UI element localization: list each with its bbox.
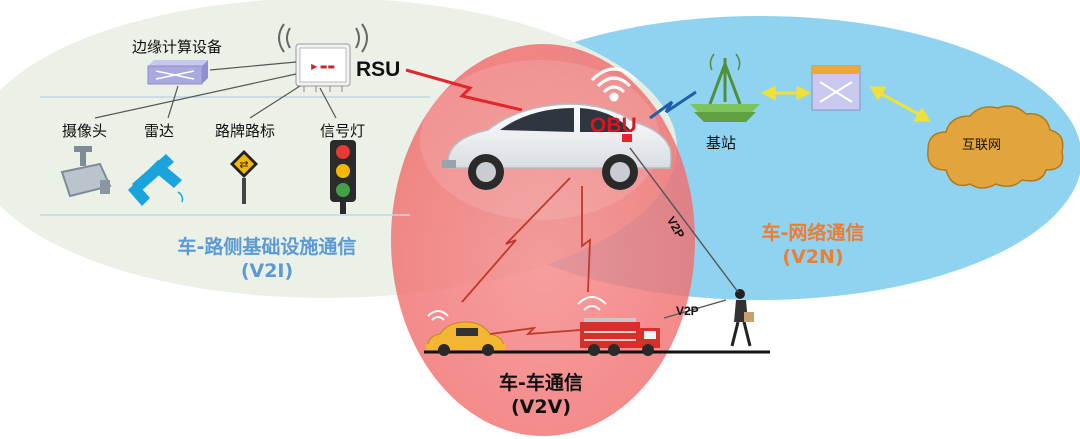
road-sign-icon: ⇄ — [230, 150, 258, 204]
v2i-zone-label: 车-路侧基础设施通信 (V2I) — [150, 236, 384, 284]
obu-label: OBU — [590, 114, 637, 137]
fire-truck-icon — [580, 318, 660, 356]
v2i-zone-title: 车-路侧基础设施通信 — [177, 236, 357, 258]
obu-basestation-link — [649, 90, 697, 120]
svg-text:⇄: ⇄ — [239, 158, 248, 171]
rsu-device-icon: ▶ ▬▬ — [295, 43, 351, 92]
v2v-zone-code: (V2V) — [511, 395, 571, 418]
v2n-zone-code: (V2N) — [782, 245, 844, 268]
svg-text:▶ ▬▬: ▶ ▬▬ — [311, 62, 335, 71]
v2v-links — [461, 177, 591, 336]
base-station-label: 基站 — [706, 134, 737, 152]
rsu-car-link — [405, 68, 523, 112]
v2i-zone-code: (V2I) — [240, 259, 294, 282]
radar-label: 雷达 — [144, 122, 175, 140]
cloud-icon — [927, 105, 1064, 189]
cctv-camera-icon — [60, 146, 112, 198]
cell-tower-icon — [690, 53, 760, 122]
switch-internet-link — [869, 86, 931, 122]
v2n-zone-label: 车-网络通信 (V2N) — [748, 222, 878, 270]
v2p-label-lower: V2P — [676, 304, 699, 318]
taxi-car-icon — [426, 321, 506, 356]
v2n-zone-title: 车-网络通信 — [761, 222, 865, 244]
radar-satellite-icon — [128, 154, 184, 206]
road-sign-label: 路牌路标 — [215, 122, 276, 140]
wifi-signal-icon — [427, 296, 607, 321]
sedan-car-icon — [442, 103, 672, 190]
infrastructure-links — [94, 61, 337, 119]
v2v-zone-label: 车-车通信 (V2V) — [486, 372, 596, 420]
camera-label: 摄像头 — [62, 122, 108, 140]
pedestrian-icon — [730, 289, 754, 347]
rsu-label: RSU — [356, 58, 401, 81]
network-switch-icon — [811, 65, 861, 111]
traffic-light-icon — [330, 140, 356, 214]
traffic-light-label: 信号灯 — [320, 122, 366, 140]
wifi-signal-icon — [590, 67, 638, 102]
v2p-links — [629, 147, 739, 319]
wifi-signal-icon — [278, 23, 368, 53]
server-box-icon — [147, 60, 208, 85]
internet-label: 互联网 — [962, 138, 1002, 153]
v2v-zone-title: 车-车通信 — [499, 372, 583, 394]
basestation-switch-link — [760, 85, 812, 101]
edge-device-label: 边缘计算设备 — [132, 38, 223, 56]
